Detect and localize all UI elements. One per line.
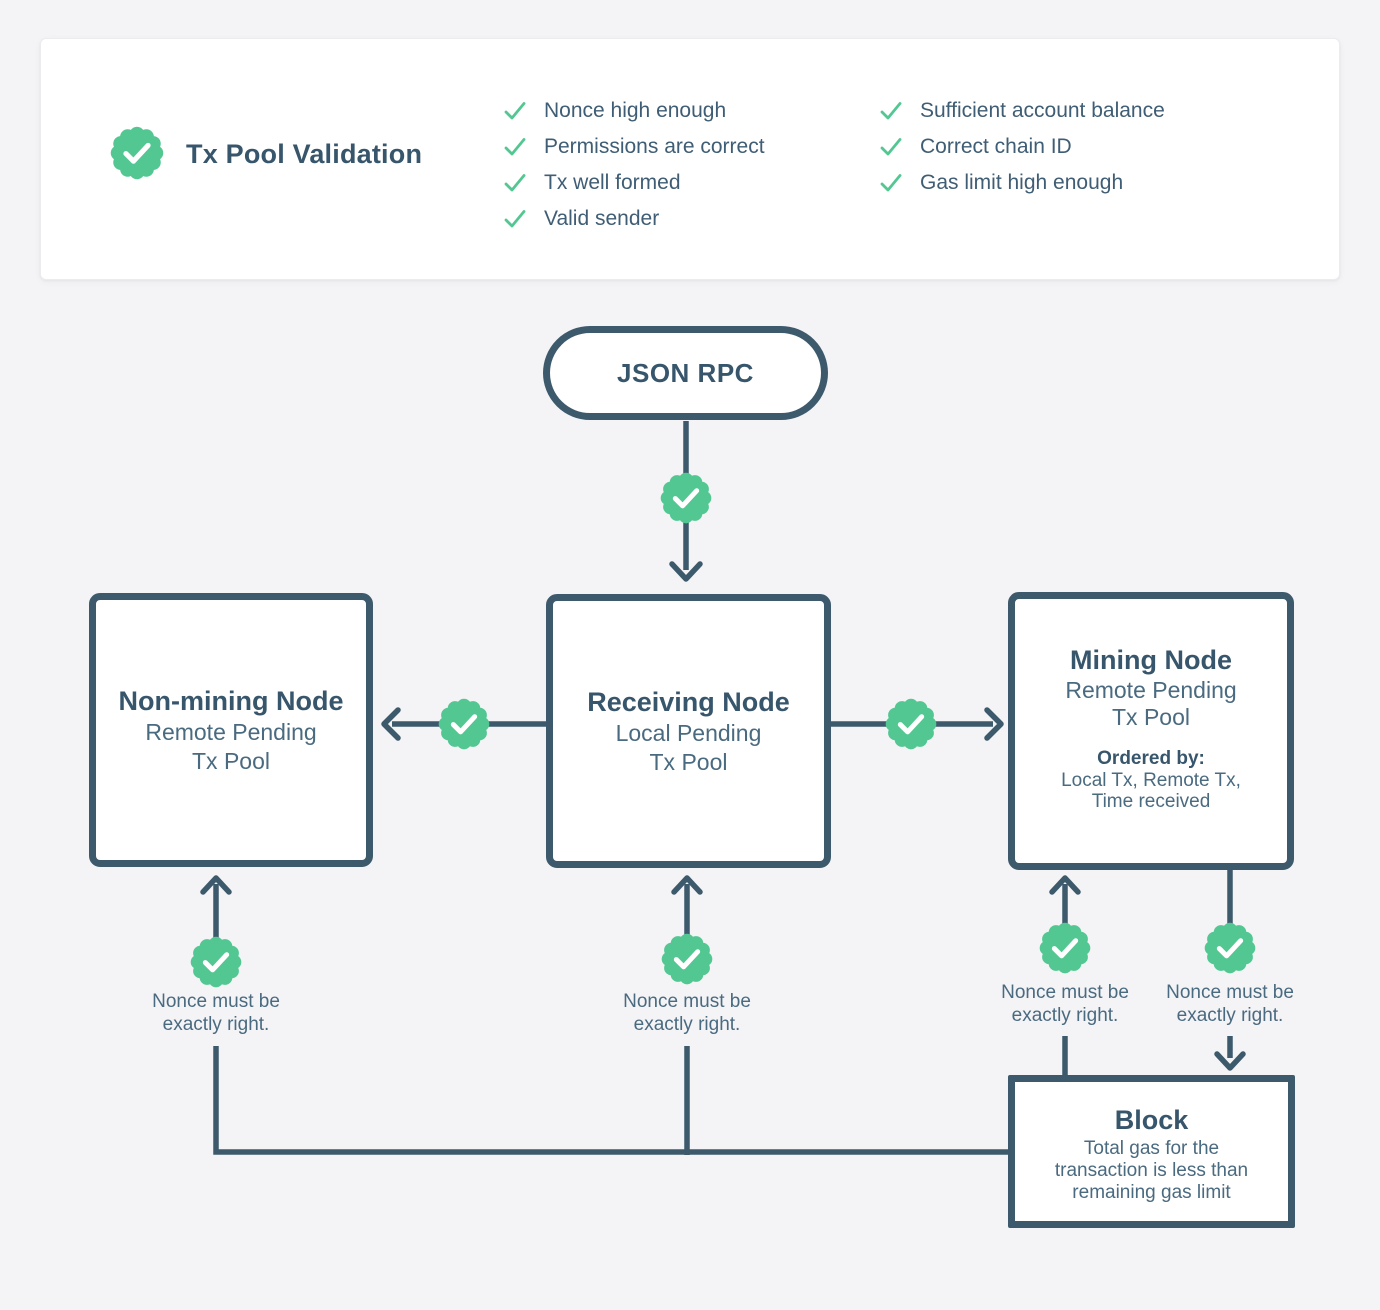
node-subtitle-line: Local Pending	[615, 720, 762, 746]
ordered-by-line: Time received	[1091, 791, 1211, 812]
nonce-note-line: exactly right.	[1011, 1005, 1119, 1026]
checklist-item: Valid sender	[503, 201, 765, 237]
checklist-item-label: Gas limit high enough	[920, 171, 1124, 194]
node-receiving: Receiving Node Local Pending Tx Pool	[546, 594, 831, 868]
nonce-note-line: Nonce must be	[1001, 982, 1129, 1003]
arrowhead-left-icon	[381, 707, 401, 741]
check-seal-icon	[884, 697, 938, 751]
arrowhead-down-icon	[669, 561, 703, 582]
checklist-item: Gas limit high enough	[879, 165, 1165, 201]
check-icon	[880, 102, 902, 120]
check-seal-icon	[189, 935, 243, 989]
node-mining: Mining Node Remote Pending Tx Pool Order…	[1008, 592, 1294, 870]
nonce-note: Nonce must be exactly right.	[1120, 981, 1340, 1027]
nonce-note-line: exactly right.	[633, 1014, 741, 1035]
checklist-item-label: Tx well formed	[544, 171, 681, 194]
validation-legend-card: Tx Pool Validation Nonce high enough Per…	[40, 38, 1340, 280]
check-icon	[504, 102, 526, 120]
arrowhead-down-icon	[1214, 1051, 1246, 1071]
check-icon	[880, 174, 902, 192]
check-seal-icon	[109, 125, 165, 181]
node-subtitle-line: Remote Pending	[145, 719, 317, 745]
block-body-line: transaction is less than	[1054, 1160, 1249, 1181]
nonce-note: Nonce must be exactly right.	[955, 981, 1175, 1027]
block-body-line: Total gas for the	[1083, 1138, 1220, 1159]
check-seal-icon	[659, 471, 713, 525]
node-subtitle-line: Tx Pool	[1112, 704, 1190, 730]
validation-checklist-right: Sufficient account balance Correct chain…	[879, 93, 1165, 201]
node-non-mining: Non-mining Node Remote Pending Tx Pool	[89, 593, 373, 867]
checklist-item: Correct chain ID	[879, 129, 1165, 165]
node-json-rpc: JSON RPC	[543, 326, 828, 420]
checklist-item: Permissions are correct	[503, 129, 765, 165]
arrowhead-up-icon	[200, 875, 232, 895]
checklist-item-label: Valid sender	[544, 207, 660, 230]
nonce-note-line: exactly right.	[1176, 1005, 1284, 1026]
checklist-item-label: Sufficient account balance	[920, 99, 1165, 122]
node-subtitle-line: Tx Pool	[649, 749, 728, 775]
checklist-item-label: Nonce high enough	[544, 99, 727, 122]
node-subtitle-line: Tx Pool	[192, 748, 270, 774]
ordered-by-label: Ordered by:	[1097, 748, 1205, 769]
arrowhead-up-icon	[1049, 875, 1081, 895]
node-title: Receiving Node	[587, 687, 790, 717]
ordered-by-group: Ordered by: Local Tx, Remote Tx, Time re…	[1061, 748, 1241, 812]
ordered-by-line: Local Tx, Remote Tx,	[1061, 770, 1241, 791]
checklist-item-label: Correct chain ID	[920, 135, 1072, 158]
block-body-line: remaining gas limit	[1072, 1182, 1231, 1203]
nonce-note-line: Nonce must be	[152, 991, 280, 1012]
check-seal-icon	[660, 932, 714, 986]
check-icon	[504, 174, 526, 192]
checklist-item: Tx well formed	[503, 165, 765, 201]
node-title: Non-mining Node	[118, 686, 344, 716]
validation-checklist-left: Nonce high enough Permissions are correc…	[503, 93, 765, 237]
node-subtitle-line: Remote Pending	[1065, 677, 1237, 703]
check-seal-icon	[1038, 921, 1092, 975]
legend-title: Tx Pool Validation	[186, 139, 423, 169]
node-title: Block	[1114, 1105, 1189, 1135]
check-seal-icon	[1203, 921, 1257, 975]
nonce-note: Nonce must be exactly right.	[106, 990, 326, 1036]
node-title: Mining Node	[1070, 645, 1232, 675]
checklist-item: Nonce high enough	[503, 93, 765, 129]
checklist-item: Sufficient account balance	[879, 93, 1165, 129]
arrowhead-right-icon	[984, 707, 1004, 741]
check-icon	[504, 210, 526, 228]
node-json-rpc-label: JSON RPC	[617, 357, 754, 388]
check-seal-icon	[437, 697, 491, 751]
check-icon	[880, 138, 902, 156]
nonce-note-line: Nonce must be	[623, 991, 751, 1012]
arrowhead-up-icon	[671, 875, 703, 895]
nonce-note: Nonce must be exactly right.	[577, 990, 797, 1036]
checklist-item-label: Permissions are correct	[544, 135, 765, 158]
node-block: Block Total gas for the transaction is l…	[1008, 1075, 1295, 1228]
check-icon	[504, 138, 526, 156]
nonce-note-line: Nonce must be	[1166, 982, 1294, 1003]
nonce-note-line: exactly right.	[162, 1014, 270, 1035]
